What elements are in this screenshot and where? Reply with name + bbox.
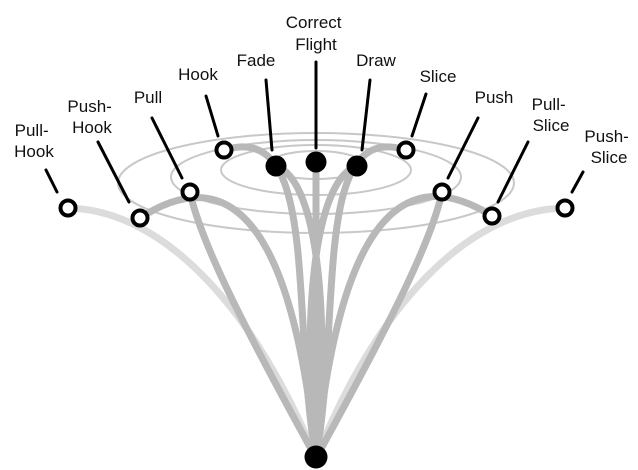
marker-push-slice	[555, 198, 575, 218]
trajectory-pull-slice	[312, 193, 496, 462]
landing-markers	[58, 140, 575, 469]
marker-hook	[214, 140, 234, 160]
marker-draw	[346, 155, 368, 177]
labels: Pull- Hook Push- Hook Pull Hook Fade Cor…	[14, 13, 633, 167]
leader-push-hook	[96, 140, 131, 204]
label-pull-slice: Pull- Slice	[532, 95, 571, 135]
label-draw: Draw	[356, 51, 396, 70]
marker-push-hook	[130, 208, 150, 228]
label-pull: Pull	[134, 88, 162, 107]
trajectory-push-slice	[312, 204, 569, 462]
leader-pull-slice	[496, 140, 530, 204]
leader-draw	[360, 78, 372, 152]
label-push-hook: Push- Hook	[67, 97, 116, 137]
marker-pull	[180, 182, 200, 202]
label-correct-flight: Correct Flight	[286, 13, 346, 54]
marker-slice	[396, 140, 416, 160]
trajectory-pull-hook	[64, 204, 320, 462]
label-slice: Slice	[420, 67, 457, 86]
leader-pull	[150, 116, 184, 180]
label-push-slice: Push- Slice	[584, 127, 633, 167]
marker-push	[432, 182, 452, 202]
marker-fade	[265, 155, 287, 177]
marker-tee-origin	[304, 445, 328, 469]
marker-pull-hook	[58, 198, 78, 218]
leader-fade	[264, 78, 274, 152]
label-pull-hook: Pull- Hook	[14, 121, 54, 161]
trajectory-push-hook	[136, 194, 320, 462]
leader-hook	[204, 94, 220, 138]
main-trajectories	[136, 143, 496, 462]
outer-trajectories	[64, 204, 569, 462]
trajectory-push	[312, 188, 446, 462]
leader-pull-hook	[44, 168, 59, 194]
label-hook: Hook	[178, 65, 218, 84]
leader-slice	[410, 92, 428, 138]
leader-push-slice	[570, 170, 585, 194]
label-fade: Fade	[237, 51, 276, 70]
label-push: Push	[475, 88, 514, 107]
marker-correct-flight	[305, 151, 327, 173]
marker-pull-slice	[482, 206, 502, 226]
leader-push	[446, 116, 480, 180]
leader-lines	[44, 60, 585, 204]
trajectory-pull	[186, 188, 320, 462]
